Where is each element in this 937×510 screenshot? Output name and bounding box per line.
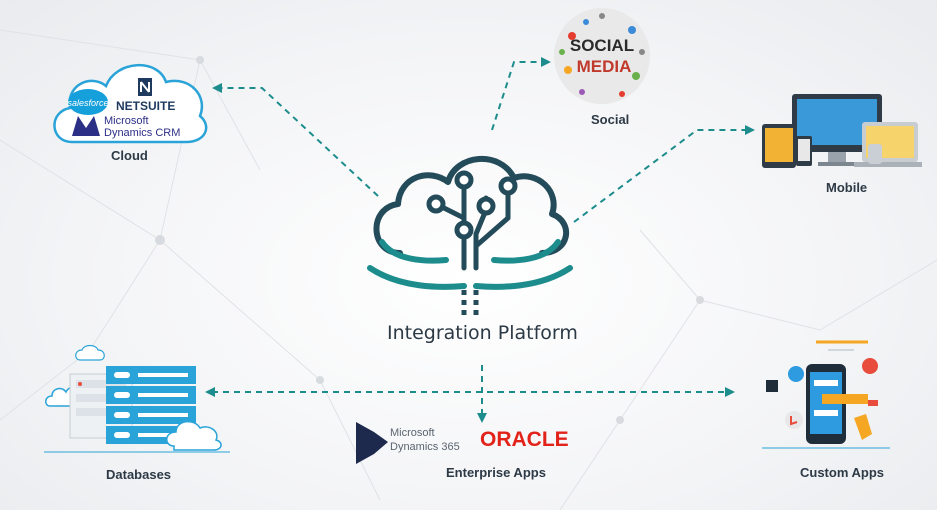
databases-label: Databases bbox=[106, 467, 172, 482]
ms-dynamics-crm-line1: Microsoft bbox=[104, 115, 149, 127]
enterprise-logos: Microsoft Dynamics 365 ORACLE bbox=[356, 422, 569, 464]
social-word: SOCIAL bbox=[570, 36, 634, 55]
cloud-icon: salesforce NETSUITE Microsoft Dynamics C… bbox=[53, 64, 208, 144]
custom-apps-label: Custom Apps bbox=[800, 465, 885, 480]
custom-apps-phone-icon bbox=[762, 340, 890, 449]
cloud-label: Cloud bbox=[111, 148, 148, 163]
mobile-label: Mobile bbox=[826, 180, 868, 195]
link-social bbox=[491, 57, 551, 131]
integration-platform-icon bbox=[367, 155, 573, 316]
netsuite-logo: NETSUITE bbox=[116, 99, 175, 113]
link-mobile bbox=[573, 125, 755, 223]
link-cloud bbox=[212, 83, 379, 197]
enterprise-apps-label: Enterprise Apps bbox=[446, 465, 546, 480]
oracle-logo: ORACLE bbox=[480, 428, 569, 451]
media-word: MEDIA bbox=[577, 57, 632, 76]
devices-icon bbox=[762, 94, 922, 168]
salesforce-logo: salesforce bbox=[67, 98, 108, 108]
dynamics365-line1: Microsoft bbox=[390, 427, 435, 439]
ms-dynamics-crm-line2: Dynamics CRM bbox=[104, 127, 180, 139]
social-media-globe-icon: SOCIAL MEDIA bbox=[554, 8, 650, 104]
dynamics365-line2: Dynamics 365 bbox=[390, 441, 460, 453]
database-servers-icon bbox=[44, 344, 230, 453]
social-label: Social bbox=[591, 112, 630, 127]
center-title: Integration Platform bbox=[387, 322, 578, 344]
